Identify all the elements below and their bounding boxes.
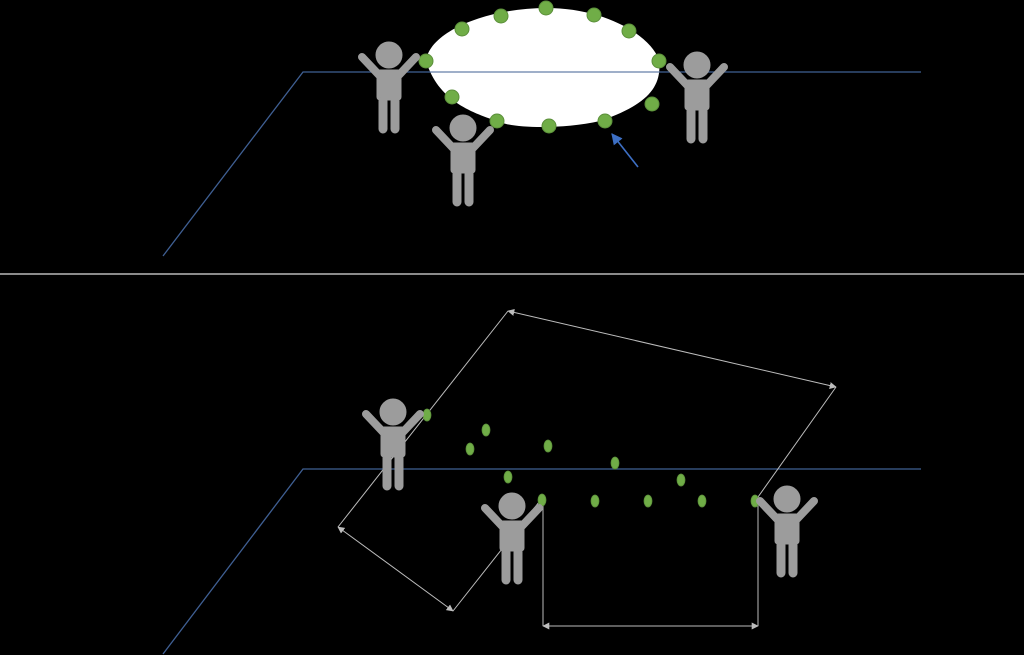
marker-dot xyxy=(676,473,686,487)
person-icon xyxy=(436,115,490,206)
marker-dot xyxy=(597,113,613,129)
person-icon xyxy=(670,52,724,143)
marker-dot xyxy=(444,89,460,105)
extension-line xyxy=(337,310,509,528)
marker-dot xyxy=(586,7,602,23)
person-icon xyxy=(366,399,420,490)
person-icon xyxy=(362,42,416,133)
marker-dot xyxy=(493,8,509,24)
marker-dot xyxy=(697,494,707,508)
marker-dot xyxy=(543,439,553,453)
person-icon xyxy=(760,486,814,577)
marker-dot xyxy=(538,0,554,16)
marker-dot xyxy=(454,21,470,37)
dimension-arrow xyxy=(337,526,454,612)
extension-line xyxy=(757,386,837,498)
floor-line-bottom xyxy=(162,468,921,655)
person-icon xyxy=(485,493,539,584)
marker-group-top xyxy=(418,0,667,134)
marker-dot xyxy=(503,470,513,484)
marker-dot xyxy=(418,53,434,69)
marker-dot xyxy=(651,53,667,69)
marker-dot xyxy=(644,96,660,112)
marker-dot xyxy=(489,113,505,129)
marker-dot xyxy=(643,494,653,508)
marker-dot xyxy=(481,423,491,437)
marker-dot xyxy=(610,456,620,470)
marker-dot xyxy=(590,494,600,508)
white-blob xyxy=(426,8,660,128)
marker-dot xyxy=(422,408,432,422)
marker-dot xyxy=(621,23,637,39)
top-panel xyxy=(162,0,921,257)
dimension-arrow xyxy=(507,309,837,389)
marker-dot xyxy=(541,118,557,134)
bottom-panel xyxy=(162,309,921,655)
blue-pointer-arrow xyxy=(611,133,639,168)
marker-group-bottom xyxy=(422,408,760,508)
marker-dot xyxy=(465,442,475,456)
